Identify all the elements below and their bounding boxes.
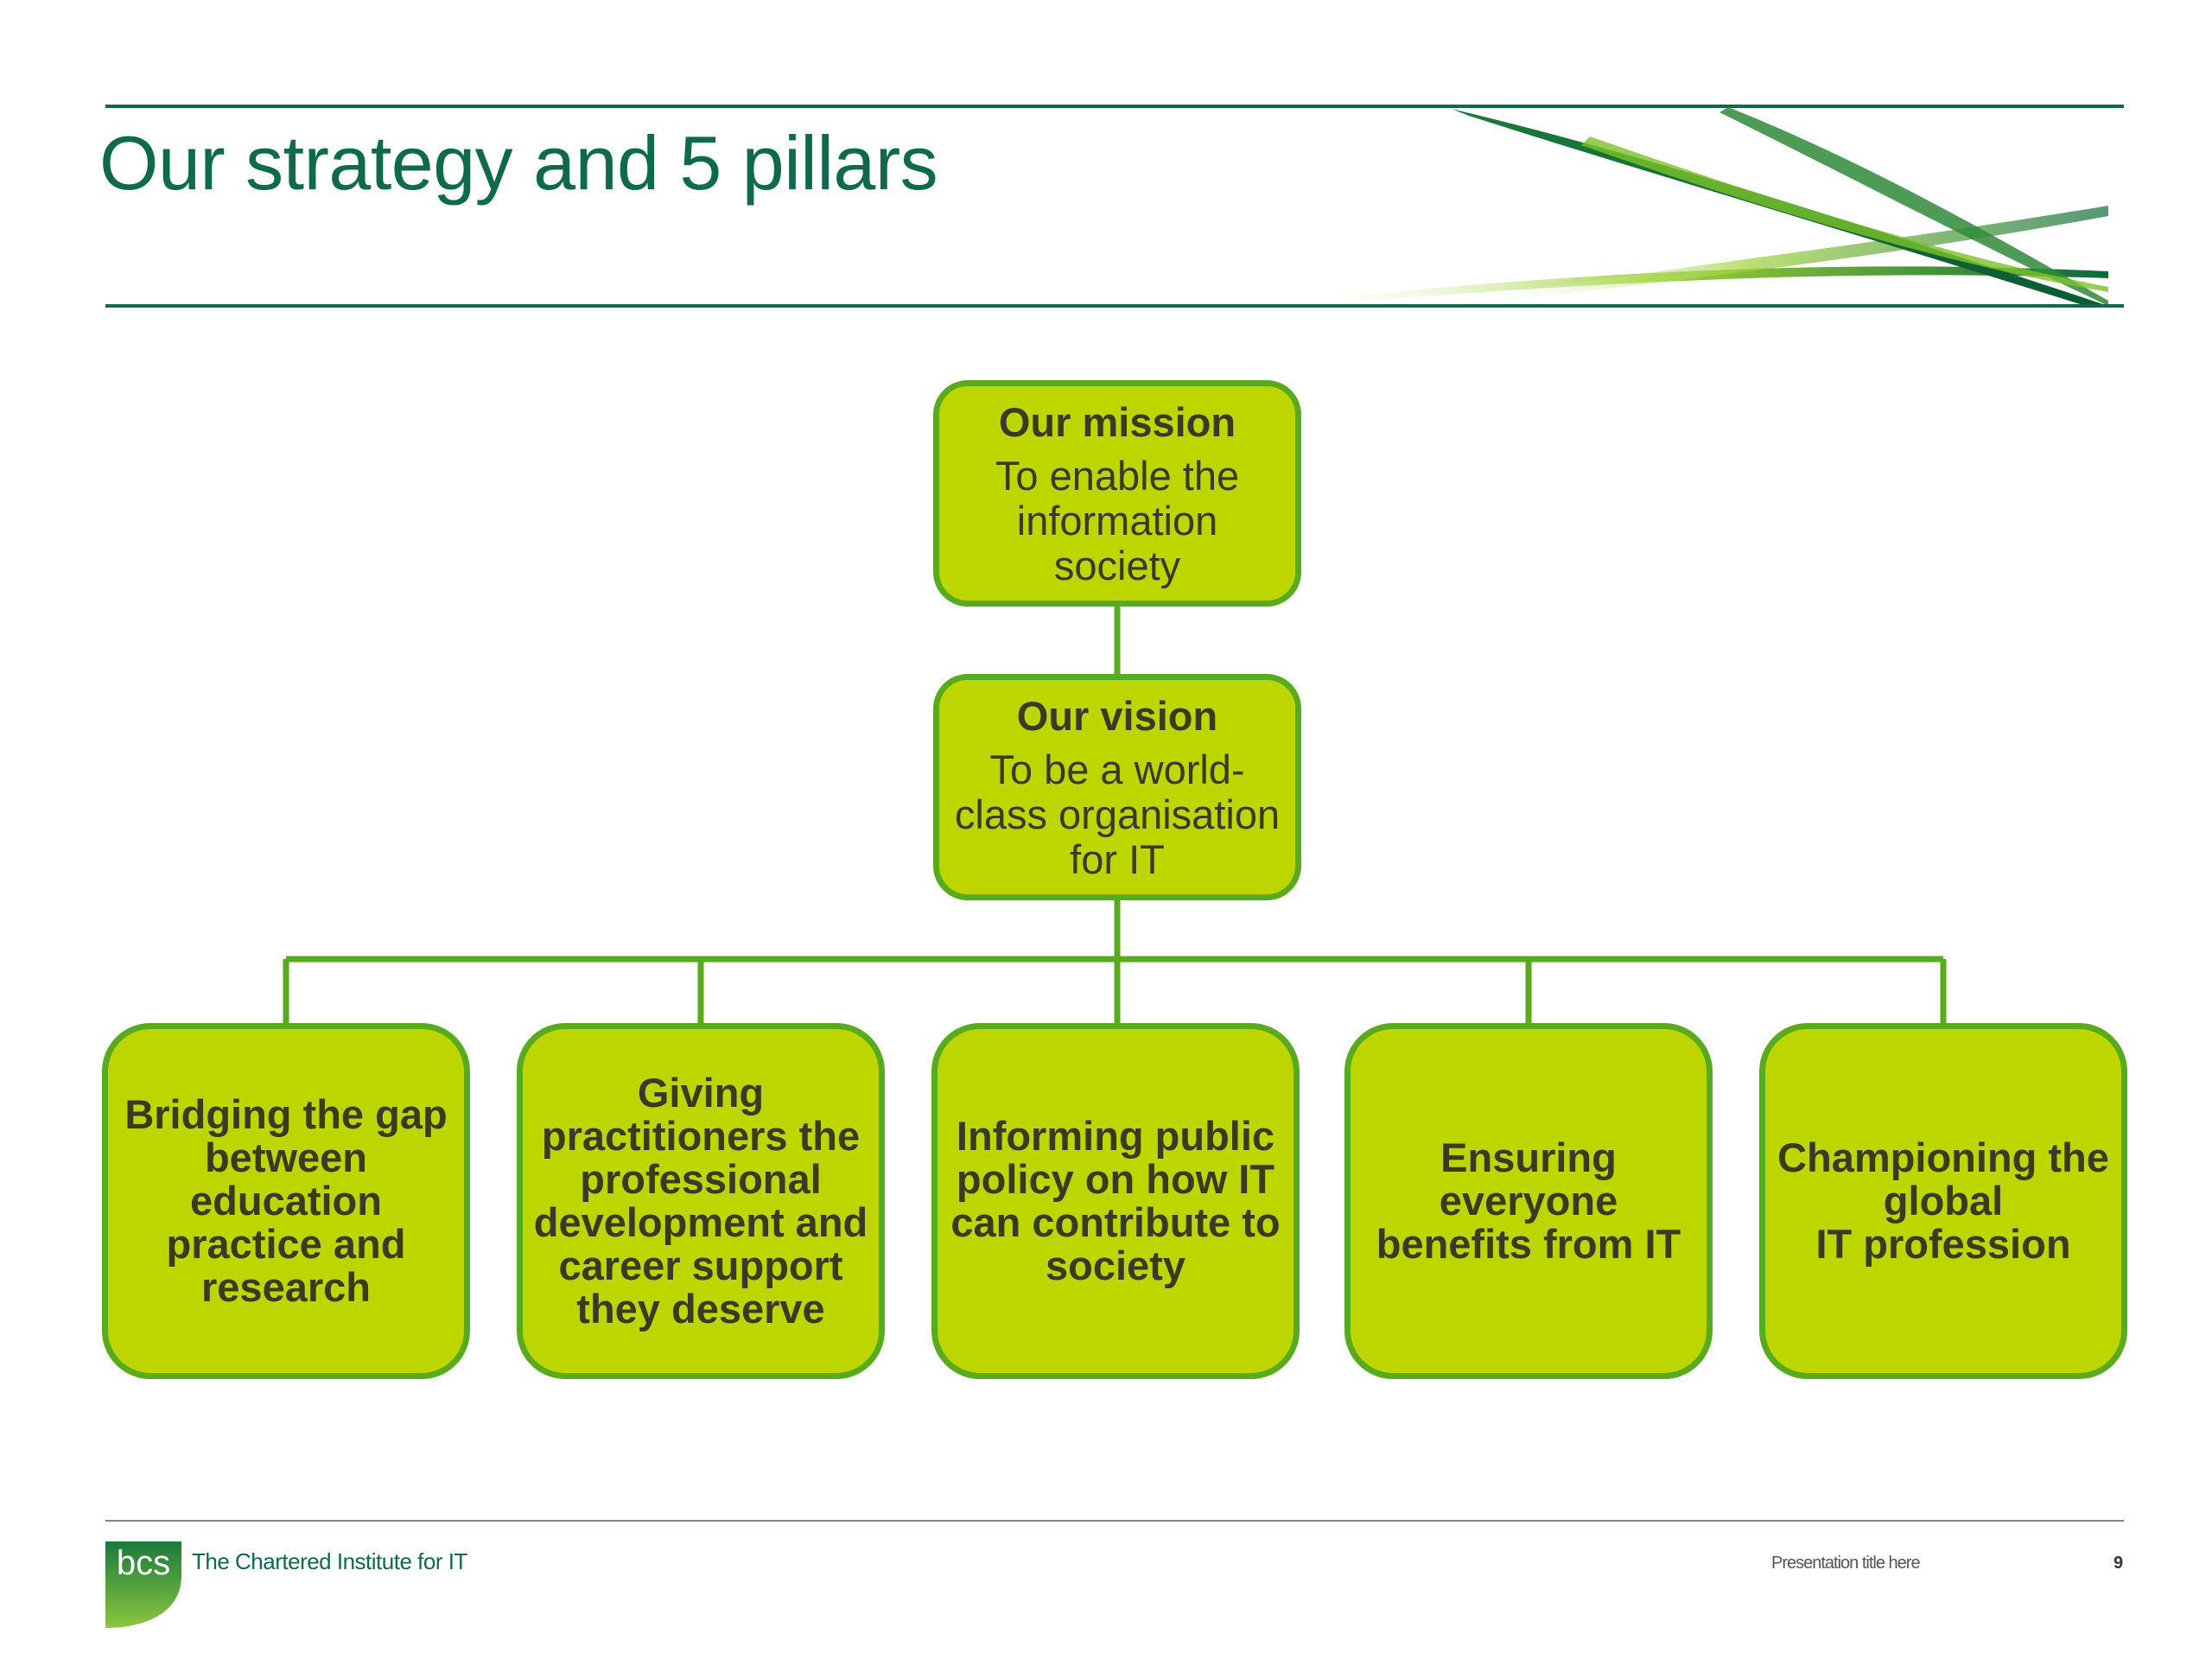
page-number: 9 <box>2113 1554 2124 1573</box>
pillar-label-5: Championing the global IT profession <box>1777 1135 2109 1267</box>
pillar-box-5: Championing the global IT profession <box>1759 1023 2127 1379</box>
logo-text: bcs <box>117 1544 170 1582</box>
pillar-box-4: Ensuring everyone benefits from IT <box>1344 1023 1713 1379</box>
pillar-label-4: Ensuring everyone benefits from IT <box>1376 1135 1681 1267</box>
green-swoosh-decoration <box>1279 107 2108 308</box>
mission-box: Our mission To enable the information so… <box>933 380 1301 607</box>
vision-text: To be a world-class organisation for IT <box>954 747 1281 882</box>
bcs-logo: bcs <box>105 1541 181 1628</box>
pillar-label-1: Bridging the gap between education pract… <box>124 1091 448 1310</box>
footer-rule <box>105 1520 2124 1522</box>
header-bottom-rule <box>105 304 2124 308</box>
mission-text: To enable the information society <box>995 453 1240 588</box>
header-top-rule <box>105 105 2124 108</box>
pillar-label-2: Giving practitioners the professional de… <box>533 1070 868 1332</box>
pillar-box-1: Bridging the gap between education pract… <box>102 1023 470 1379</box>
mission-heading: Our mission <box>998 399 1236 445</box>
pillar-box-3: Informing public policy on how IT can co… <box>931 1023 1300 1379</box>
vision-heading: Our vision <box>1016 693 1218 739</box>
footer-presentation-title: Presentation title here <box>1771 1554 1921 1573</box>
page-title: Our strategy and 5 pillars <box>99 120 938 206</box>
pillar-label-3: Informing public policy on how IT can co… <box>950 1113 1281 1288</box>
vision-box: Our vision To be a world-class organisat… <box>933 674 1301 900</box>
organisation-name: The Chartered Institute for IT <box>192 1548 467 1574</box>
pillar-box-2: Giving practitioners the professional de… <box>517 1023 885 1379</box>
